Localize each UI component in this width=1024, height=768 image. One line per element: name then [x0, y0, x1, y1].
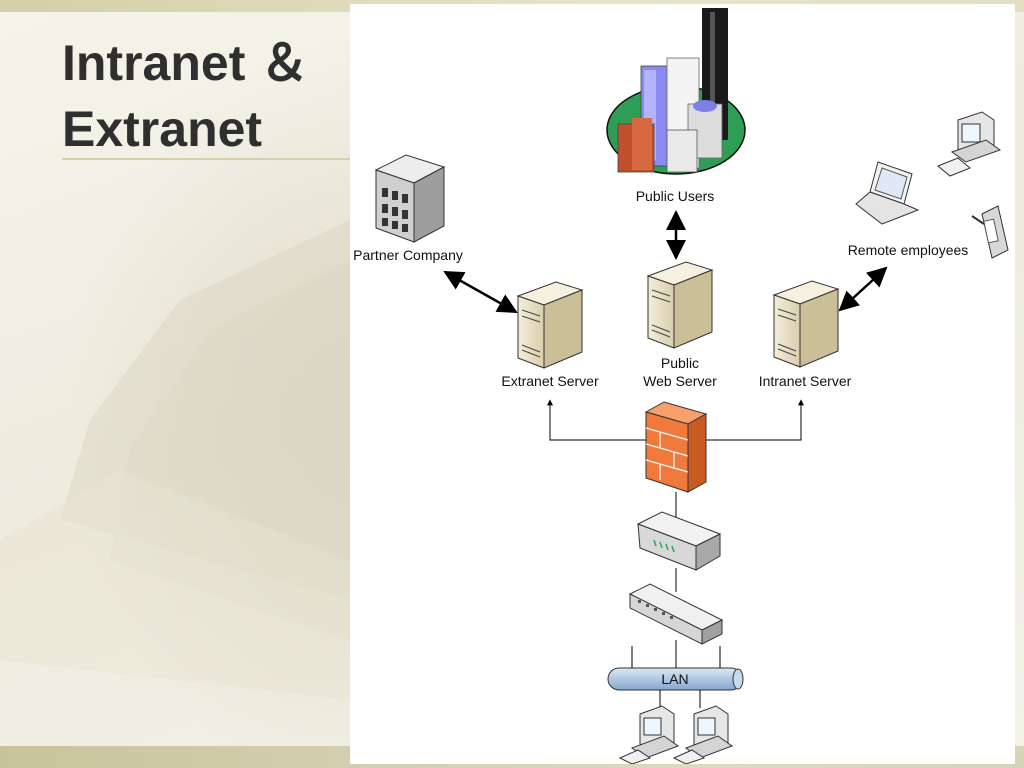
fan-panel	[60, 220, 350, 600]
lan-workstation-icon	[672, 705, 734, 764]
public-web-server-label-line1: Public	[661, 355, 699, 371]
intranet-server-label: Intranet Server	[759, 373, 852, 389]
pda-device-icon	[971, 205, 1009, 259]
public-web-server-icon	[646, 261, 714, 349]
firewall-icon	[644, 401, 708, 493]
slide-title: Intranet ＆ Extranet	[62, 30, 352, 162]
partner-company-label: Partner Company	[353, 247, 463, 263]
intranet-server-icon	[772, 280, 840, 368]
remote-employees-label: Remote employees	[848, 242, 969, 258]
router-icon	[636, 511, 722, 571]
decorative-fan-watermark	[0, 220, 350, 700]
lan-workstation-icon	[618, 705, 680, 764]
extranet-server-icon	[516, 281, 584, 369]
partner-company-building-icon	[374, 154, 446, 243]
lan-label: LAN	[661, 671, 688, 687]
title-line-2: Extranet	[62, 101, 263, 157]
public-web-server-label-line2: Web Server	[643, 373, 717, 389]
public-users-city-icon	[606, 8, 746, 175]
title-line-1: Intranet ＆	[62, 35, 310, 91]
partner-extranet-arrow	[443, 270, 518, 314]
public-users-label: Public Users	[636, 188, 715, 204]
laptop-icon	[855, 161, 920, 225]
network-diagram: Public Users Partner Company Remote empl…	[353, 8, 1009, 764]
network-diagram-panel: Public Users Partner Company Remote empl…	[350, 4, 1015, 764]
remote-intranet-arrow	[838, 266, 888, 312]
firewall-intranet-link	[706, 399, 804, 441]
extranet-server-label: Extranet Server	[501, 373, 599, 389]
fan-panel	[0, 470, 350, 700]
title-underline	[62, 158, 352, 160]
network-switch-icon	[628, 583, 724, 645]
firewall-extranet-link	[547, 399, 646, 441]
lan-bus-icon	[607, 667, 744, 691]
desktop-computer-icon	[937, 111, 1002, 177]
fan-panel	[110, 260, 350, 640]
